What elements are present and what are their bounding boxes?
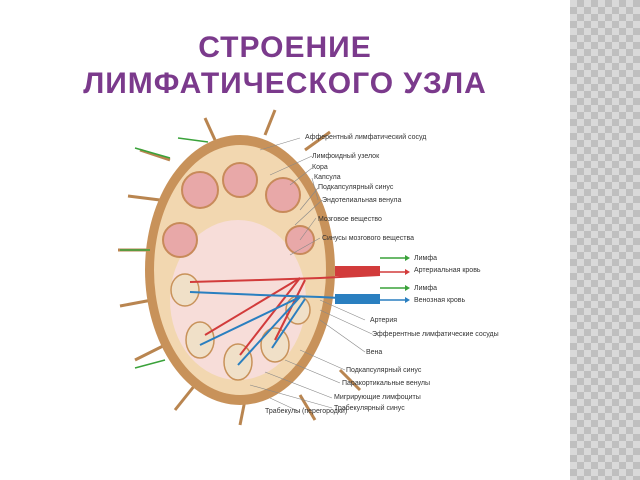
label-vein: Вена: [366, 349, 382, 356]
decorative-side-pattern: [570, 0, 640, 480]
title-line-1: СТРОЕНИЕ: [198, 31, 372, 64]
hilum-vein: [335, 294, 380, 304]
hilum-artery: [335, 266, 380, 276]
lymphoid-nodules: [162, 162, 315, 258]
label-subcapsular-sinus: Подкапсулярный синус: [318, 183, 394, 191]
label-paracortical-venules: Паракортикальные венулы: [342, 380, 430, 387]
label-artery: Артерия: [370, 317, 397, 324]
legend-arrows: [380, 255, 410, 303]
label-capsule: Капсула: [314, 174, 341, 181]
label-afferent-vessel: Афферентный лимфатический сосуд: [305, 133, 426, 141]
label-lymphoid-nodule: Лимфоидный узелок: [312, 152, 380, 160]
label-lymph-out: Лимфа: [414, 285, 437, 292]
label-medullary-sinuses: Синусы мозгового вещества: [322, 235, 414, 242]
label-lymph-in: Лимфа: [414, 255, 437, 262]
label-trabeculae: Трабекулы (перегородки): [265, 407, 347, 415]
label-cortex: Кора: [312, 164, 328, 171]
leader-lines: [249, 137, 373, 413]
slide-title: СТРОЕНИЕ ЛИМФАТИЧЕСКОГО УЗЛА: [0, 30, 570, 102]
arteries: [189, 274, 381, 356]
title-line-2: ЛИМФАТИЧЕСКОГО УЗЛА: [83, 67, 487, 100]
label-venous-blood: Венозная кровь: [414, 297, 466, 304]
label-subcapsular-sinus-2: Подкапсулярный синус: [346, 366, 422, 374]
label-endothelial-venule: Эндотелиальная венула: [322, 197, 401, 204]
label-efferent-vessels: Эфферентные лимфатические сосуды: [372, 331, 499, 338]
lymph-arrows: [120, 137, 209, 369]
label-trabecular-sinus: Трабекулярный синус: [334, 404, 405, 412]
label-arterial-blood: Артериальная кровь: [414, 267, 481, 274]
label-migrating-lymphocytes: Мигрирующие лимфоциты: [334, 394, 421, 401]
label-medulla: Мозговое вещество: [318, 216, 382, 223]
